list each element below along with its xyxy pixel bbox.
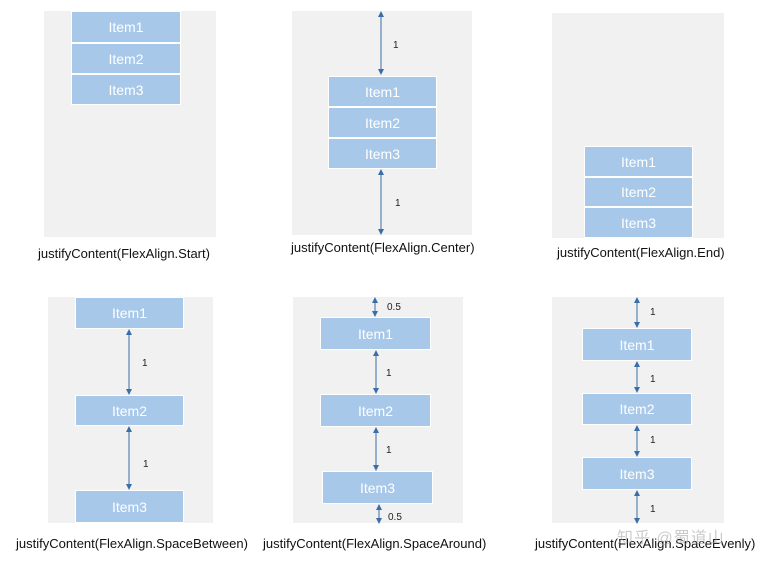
item-box: Item3 (328, 138, 437, 169)
item-box: Item1 (75, 297, 184, 329)
gap-arrow (634, 297, 640, 328)
item-box: Item3 (582, 457, 692, 490)
item-box: Item1 (71, 11, 181, 43)
gap-arrow (634, 425, 640, 457)
item-box: Item3 (584, 207, 693, 238)
panel-caption: justifyContent(FlexAlign.Center) (291, 240, 475, 255)
gap-arrow (376, 504, 382, 524)
gap-label: 1 (650, 435, 656, 446)
panel-caption: justifyContent(FlexAlign.Start) (38, 246, 210, 261)
panel-caption: justifyContent(FlexAlign.SpaceAround) (263, 536, 487, 551)
gap-label: 1 (393, 40, 399, 51)
gap-arrow (373, 350, 379, 394)
item-box: Item2 (320, 394, 431, 427)
item-box: Item3 (75, 490, 184, 523)
gap-label: 0.5 (388, 512, 402, 523)
gap-label: 1 (650, 307, 656, 318)
gap-label: 1 (386, 445, 392, 456)
panel-caption: justifyContent(FlexAlign.SpaceBetween) (16, 536, 248, 551)
gap-arrow (634, 361, 640, 393)
gap-label: 1 (395, 198, 401, 209)
item-box: Item2 (584, 177, 693, 207)
item-box: Item1 (328, 76, 437, 107)
gap-label: 1 (143, 459, 149, 470)
gap-arrow (126, 426, 132, 490)
watermark: 知乎 @蜀道山 (617, 530, 725, 547)
gap-label: 0.5 (387, 302, 401, 313)
gap-label: 1 (650, 504, 656, 515)
item-box: Item1 (582, 328, 692, 361)
gap-label: 1 (650, 374, 656, 385)
gap-arrow (378, 11, 384, 75)
item-box: Item1 (320, 317, 431, 350)
gap-arrow (372, 297, 378, 317)
panel-caption: justifyContent(FlexAlign.End) (557, 245, 725, 260)
gap-arrow (378, 169, 384, 235)
panel-caption: justifyContent(FlexAlign.SpaceEvenly) (535, 536, 756, 551)
item-box: Item3 (71, 74, 181, 105)
item-box: Item2 (328, 107, 437, 138)
gap-label: 1 (386, 368, 392, 379)
gap-arrow (126, 329, 132, 395)
item-box: Item2 (582, 393, 692, 425)
gap-arrow (634, 490, 640, 524)
item-box: Item2 (75, 395, 184, 426)
item-box: Item3 (322, 471, 433, 504)
item-box: Item1 (584, 146, 693, 177)
gap-arrow (373, 427, 379, 471)
item-box: Item2 (71, 43, 181, 74)
gap-label: 1 (142, 358, 148, 369)
